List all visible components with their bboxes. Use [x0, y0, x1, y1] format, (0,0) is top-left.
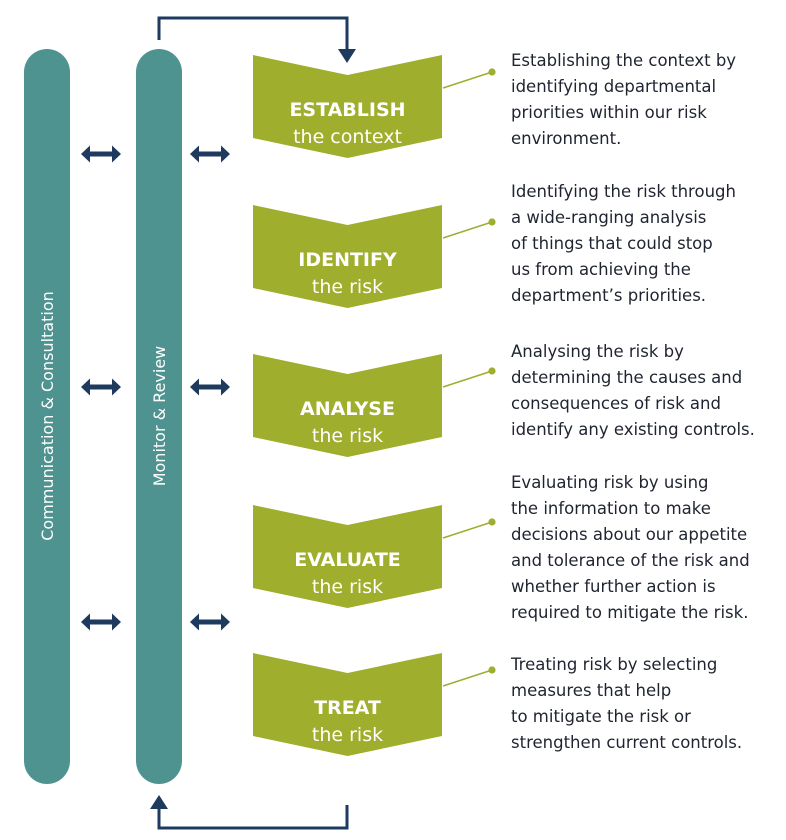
communication-consultation-bar [24, 49, 70, 784]
step-title: ESTABLISH [289, 99, 405, 121]
step-title: EVALUATE [294, 549, 401, 571]
step-identify: IDENTIFY the risk [253, 205, 442, 308]
step-analyse: ANALYSE the risk [253, 354, 442, 457]
bidirectional-arrow-icon [81, 378, 121, 396]
monitor-review-bar [136, 49, 182, 784]
step-evaluate: EVALUATE the risk [253, 505, 442, 608]
feedback-loop-bottom-arrow-icon [157, 805, 349, 830]
connector-dot-icon [488, 518, 496, 526]
step-chevron [253, 205, 442, 308]
connector-dot-icon [488, 666, 496, 674]
step-treat: TREAT the risk [253, 653, 442, 756]
step-chevron [253, 653, 442, 756]
bidirectional-arrow-icon [190, 145, 230, 163]
connector-dot-icon [488, 68, 496, 76]
connector-line [442, 370, 493, 388]
communication-consultation-label: Communication & Consultation [38, 291, 57, 541]
bidirectional-arrow-icon [81, 145, 121, 163]
step-title: ANALYSE [300, 398, 395, 420]
connector-line [442, 521, 493, 539]
connector-line [442, 669, 493, 687]
step-description-treat: Treating risk by selecting measures that… [511, 655, 743, 752]
step-subtitle: the context [293, 126, 402, 148]
bidirectional-arrow-icon [190, 378, 230, 396]
step-subtitle: the risk [312, 724, 383, 746]
step-subtitle: the risk [312, 276, 383, 298]
step-description-analyse: Analysing the risk by determining the ca… [511, 342, 755, 439]
step-chevron [253, 55, 442, 158]
step-title: IDENTIFY [298, 249, 397, 271]
feedback-loop-top-head-icon [338, 49, 356, 63]
double-arrow-group [81, 145, 230, 631]
connector-group [442, 68, 496, 687]
connector-dot-icon [488, 218, 496, 226]
feedback-loop-bottom-head-icon [150, 795, 168, 809]
step-subtitle: the risk [312, 576, 383, 598]
connector-line [442, 71, 493, 89]
step-establish: ESTABLISH the context [253, 55, 442, 158]
step-chevron [253, 354, 442, 457]
monitor-review-label: Monitor & Review [150, 346, 169, 487]
bidirectional-arrow-icon [190, 613, 230, 631]
bidirectional-arrow-icon [81, 613, 121, 631]
step-chevron [253, 505, 442, 608]
step-description-establish: Establishing the context by identifying … [511, 51, 737, 148]
connector-dot-icon [488, 367, 496, 375]
step-description-evaluate: Evaluating risk by using the information… [511, 473, 750, 622]
step-description-identify: Identifying the risk through a wide-rang… [511, 182, 736, 305]
feedback-loop-top-arrow-icon [157, 16, 349, 50]
step-title: TREAT [314, 697, 381, 719]
step-subtitle: the risk [312, 425, 383, 447]
connector-line [442, 221, 493, 239]
